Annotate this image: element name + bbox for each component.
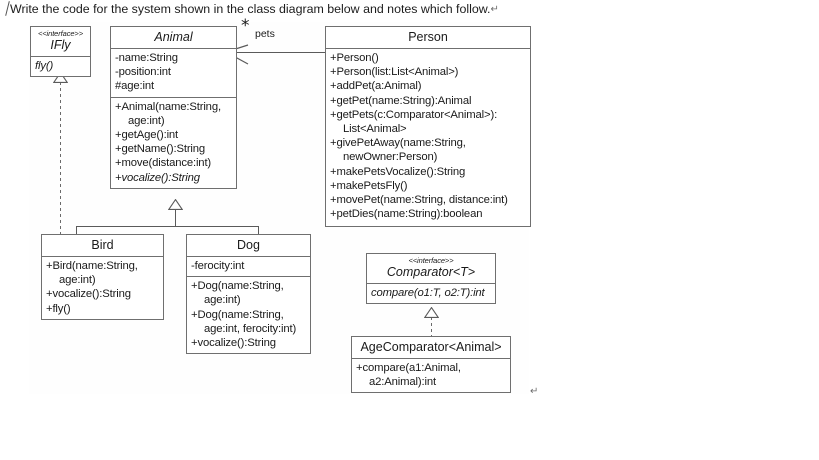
uml-class-ifly[interactable]: <<interface>> IFly fly() (30, 26, 91, 78)
uml-class-ifly-operations: fly() (31, 56, 90, 76)
uml-class-comparator-operations: compare(o1:T, o2:T):int (367, 283, 495, 303)
uml-operation: +movePet(name:String, distance:int) (330, 194, 508, 207)
uml-class-dog[interactable]: Dog -ferocity:int +Dog(name:String, age:… (186, 234, 311, 355)
uml-operation: +Person(list:List<Animal>) (330, 66, 459, 79)
uml-class-diagram: * pets <<interface>> IFly fly() Animal (29, 18, 531, 394)
association-role-label: pets (255, 28, 275, 40)
generalization-triangle-animal (168, 199, 183, 210)
uml-operation: +Person() (330, 52, 379, 64)
uml-class-dog-attributes: -ferocity:int (187, 256, 310, 276)
uml-operation: +Bird(name:String, (46, 260, 138, 272)
uml-class-animal-name: Animal (154, 30, 193, 44)
uml-class-comparator-header: <<interface>> Comparator<T> (367, 254, 495, 283)
uml-operation: +getPets(c:Comparator<Animal>): (330, 108, 498, 121)
page-title: Write the code for the system shown in t… (10, 1, 499, 18)
uml-class-animal-operations: +Animal(name:String, age:int) +getAge():… (111, 96, 236, 188)
generalization-branch-dog (258, 226, 259, 239)
uml-operation: fly() (35, 60, 54, 72)
uml-class-dog-name: Dog (237, 238, 260, 252)
uml-stereotype-ifly: <<interface>> (38, 29, 83, 38)
uml-operation: +vocalize():String (46, 288, 131, 301)
uml-operation: +givePetAway(name:String, (330, 137, 466, 150)
uml-operation: compare(o1:T, o2:T):int (371, 287, 485, 299)
uml-class-dog-operations: +Dog(name:String, age:int) +Dog(name:Str… (187, 276, 310, 353)
realization-line-bird-ifly (60, 82, 61, 239)
generalization-crossbar (76, 226, 258, 227)
uml-class-animal-attributes: -name:String -position:int #age:int (111, 48, 236, 97)
generalization-branch-bird (76, 226, 77, 239)
uml-class-ifly-header: <<interface>> IFly (31, 27, 90, 56)
association-line-person-animal (237, 52, 354, 53)
uml-operation: +makePetsFly() (330, 179, 408, 192)
uml-operation-continuation: newOwner:Person) (343, 151, 438, 164)
uml-attribute: #age:int (115, 80, 155, 93)
uml-operation: +move(distance:int) (115, 157, 212, 170)
uml-operation: +makePetsVocalize():String (330, 165, 466, 178)
uml-operation: +fly() (46, 302, 71, 315)
uml-class-agecomparator[interactable]: AgeComparator<Animal> +compare(a1:Animal… (351, 336, 511, 394)
uml-operation-continuation: age:int, ferocity:int) (204, 322, 297, 335)
uml-class-person[interactable]: Person +Person() +Person(list:List<Anima… (325, 26, 531, 228)
realization-triangle-comparator (424, 307, 439, 318)
uml-operation: +compare(a1:Animal, (356, 362, 461, 374)
uml-class-bird-operations: +Bird(name:String, age:int) +vocalize():… (42, 256, 163, 319)
uml-class-person-operations: +Person() +Person(list:List<Animal>) +ad… (326, 48, 530, 226)
uml-class-comparator-name: Comparator<T> (386, 265, 476, 279)
association-multiplicity: * (241, 16, 250, 36)
uml-operation: +getName():String (115, 143, 206, 156)
uml-operation: +addPet(a:Animal) (330, 80, 422, 93)
uml-class-agecomparator-name: AgeComparator<Animal> (360, 340, 502, 354)
uml-operation-continuation: a2:Animal):int (369, 376, 436, 389)
uml-class-person-name: Person (408, 30, 448, 44)
uml-operation: +Dog(name:String, (191, 280, 284, 293)
realization-line-agecomparator-comparator (431, 317, 432, 337)
instruction-text: Write the code for the system shown in t… (10, 2, 491, 16)
generalization-stem-animal (175, 209, 176, 226)
paragraph-mark-icon: ↵ (490, 4, 499, 15)
realization-triangle-ifly (53, 72, 68, 83)
uml-class-animal[interactable]: Animal -name:String -position:int #age:i… (110, 26, 237, 189)
uml-class-bird[interactable]: Bird +Bird(name:String, age:int) +vocali… (41, 234, 164, 320)
uml-stereotype-comparator: <<interface>> (408, 256, 454, 265)
uml-class-agecomparator-operations: +compare(a1:Animal, a2:Animal):int (352, 358, 510, 392)
trailing-paragraph-mark-icon: ↵ (530, 386, 539, 397)
uml-operation: +getPet(name:String):Animal (330, 94, 472, 107)
uml-operation-continuation: age:int) (59, 274, 96, 287)
uml-operation-continuation: List<Animal> (343, 123, 407, 136)
uml-class-comparator[interactable]: <<interface>> Comparator<T> compare(o1:T… (366, 253, 496, 305)
uml-operation-continuation: age:int) (204, 294, 241, 307)
uml-operation-continuation: age:int) (128, 114, 165, 127)
uml-operation: +vocalize():String (191, 337, 276, 350)
uml-class-ifly-name: IFly (50, 38, 71, 52)
uml-operation: +Dog(name:String, (191, 308, 284, 321)
uml-attribute: -position:int (115, 66, 171, 79)
uml-attribute: -name:String (115, 52, 178, 64)
uml-operation: +petDies(name:String):boolean (330, 208, 483, 221)
uml-operation: +vocalize():String (115, 171, 200, 184)
uml-attribute: -ferocity:int (191, 260, 245, 272)
uml-class-bird-name: Bird (91, 238, 114, 252)
uml-operation: +getAge():int (115, 129, 179, 142)
uml-operation: +Animal(name:String, (115, 100, 221, 113)
